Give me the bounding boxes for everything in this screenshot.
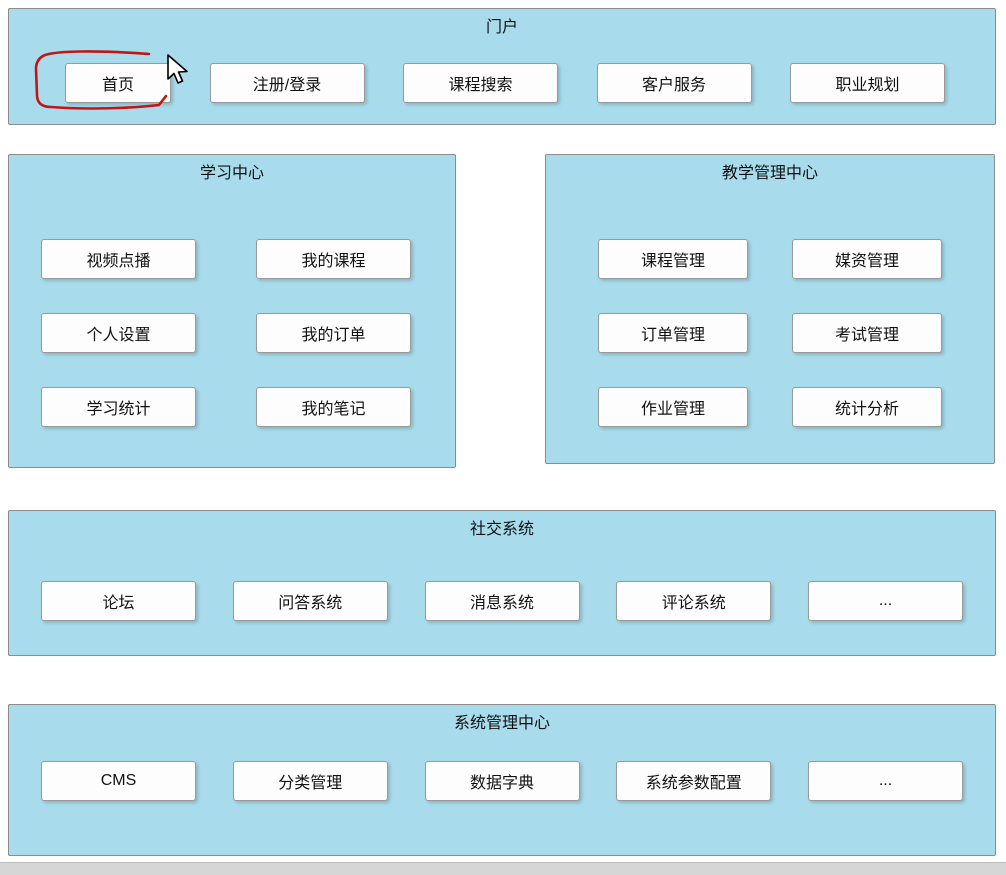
button-home[interactable]: 首页 — [65, 63, 171, 103]
learning-button-grid: 视频点播 我的课程 个人设置 我的订单 学习统计 我的笔记 — [41, 239, 455, 427]
panel-system-management: 系统管理中心 CMS 分类管理 数据字典 系统参数配置 ... — [8, 704, 996, 856]
button-more-social[interactable]: ... — [808, 581, 963, 621]
social-button-row: 论坛 问答系统 消息系统 评论系统 ... — [9, 581, 995, 621]
portal-button-row: 首页 注册/登录 课程搜索 客户服务 职业规划 — [9, 63, 995, 103]
button-video-on-demand[interactable]: 视频点播 — [41, 239, 196, 279]
button-exam-management[interactable]: 考试管理 — [792, 313, 942, 353]
button-my-orders[interactable]: 我的订单 — [256, 313, 411, 353]
button-course-search[interactable]: 课程搜索 — [403, 63, 558, 103]
button-my-courses[interactable]: 我的课程 — [256, 239, 411, 279]
panel-portal: 门户 首页 注册/登录 课程搜索 客户服务 职业规划 — [8, 8, 996, 125]
panel-title-portal: 门户 — [485, 19, 518, 36]
button-learning-statistics[interactable]: 学习统计 — [41, 387, 196, 427]
button-message-system[interactable]: 消息系统 — [424, 581, 580, 621]
button-course-management[interactable]: 课程管理 — [598, 239, 748, 279]
window-bottom-edge — [0, 862, 1006, 875]
panel-learning-center: 学习中心 视频点播 我的课程 个人设置 我的订单 学习统计 我的笔记 — [8, 154, 456, 468]
teaching-button-grid: 课程管理 媒资管理 订单管理 考试管理 作业管理 统计分析 — [598, 239, 994, 427]
button-statistics-analysis[interactable]: 统计分析 — [792, 387, 942, 427]
panel-title-learning-center: 学习中心 — [199, 165, 264, 182]
button-comment-system[interactable]: 评论系统 — [616, 581, 772, 621]
panel-title-system-management: 系统管理中心 — [453, 715, 550, 732]
button-order-management[interactable]: 订单管理 — [598, 313, 748, 353]
button-register-login[interactable]: 注册/登录 — [209, 63, 365, 103]
button-qa-system[interactable]: 问答系统 — [232, 581, 388, 621]
button-my-notes[interactable]: 我的笔记 — [256, 387, 411, 427]
system-button-row: CMS 分类管理 数据字典 系统参数配置 ... — [9, 761, 995, 801]
panel-teaching-management: 教学管理中心 课程管理 媒资管理 订单管理 考试管理 作业管理 统计分析 — [545, 154, 995, 464]
button-category-management[interactable]: 分类管理 — [232, 761, 388, 801]
button-cms[interactable]: CMS — [41, 761, 196, 801]
panel-title-social-system: 社交系统 — [469, 521, 534, 538]
panel-social-system: 社交系统 论坛 问答系统 消息系统 评论系统 ... — [8, 510, 996, 656]
button-career-planning[interactable]: 职业规划 — [790, 63, 945, 103]
button-personal-settings[interactable]: 个人设置 — [41, 313, 196, 353]
panel-title-teaching-management: 教学管理中心 — [721, 165, 818, 182]
button-homework-management[interactable]: 作业管理 — [598, 387, 748, 427]
button-customer-service[interactable]: 客户服务 — [596, 63, 752, 103]
button-system-parameter-config[interactable]: 系统参数配置 — [616, 761, 772, 801]
button-more-system[interactable]: ... — [808, 761, 963, 801]
button-data-dictionary[interactable]: 数据字典 — [424, 761, 580, 801]
button-forum[interactable]: 论坛 — [41, 581, 196, 621]
button-media-asset-management[interactable]: 媒资管理 — [792, 239, 942, 279]
